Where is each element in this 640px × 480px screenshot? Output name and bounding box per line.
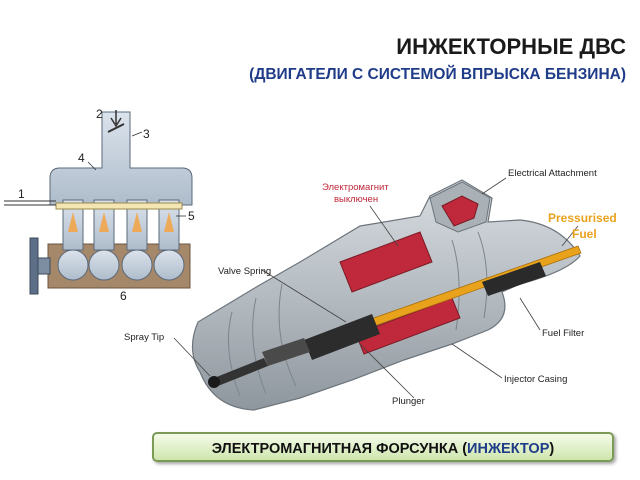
label-plunger: Plunger xyxy=(392,396,425,407)
label-3: 3 xyxy=(143,127,150,141)
label-pressurised-2: Fuel xyxy=(572,227,597,241)
cylinders xyxy=(57,249,185,281)
air-arrow xyxy=(110,110,122,128)
label-2: 2 xyxy=(96,107,103,121)
banner-suffix: ) xyxy=(549,441,555,457)
label-electromagnet-1: Электромагнит xyxy=(322,182,389,193)
label-1: 1 xyxy=(18,187,25,201)
label-spray-tip: Spray Tip xyxy=(124,332,164,343)
connector-terminal xyxy=(441,195,479,227)
injector-cutaway-diagram: Electrical Attachment Электромагнит выкл… xyxy=(124,168,617,411)
leader-lines xyxy=(173,177,579,399)
coil-upper xyxy=(339,231,433,293)
intake-plenum xyxy=(49,111,193,206)
page-title: ИНЖЕКТОРНЫЕ ДВС xyxy=(396,34,626,59)
label-4: 4 xyxy=(78,151,85,165)
label-fuel-filter: Fuel Filter xyxy=(542,328,584,339)
valve-spring-element xyxy=(304,314,380,360)
throttle-valve xyxy=(107,123,125,133)
page-subtitle: (ДВИГАТЕЛИ С СИСТЕМОЙ ВПРЫСКА БЕНЗИНА) xyxy=(249,66,626,83)
fuel-rail xyxy=(55,202,183,210)
fuel-filter-element xyxy=(482,262,546,296)
banner-highlight: ИНЖЕКТОР xyxy=(467,441,550,457)
label-electrical-attachment: Electrical Attachment xyxy=(508,168,597,179)
spray-tip-ball xyxy=(208,376,220,388)
label-electromagnet-2: выключен xyxy=(334,194,378,205)
casing-ridges xyxy=(227,231,488,397)
side-mount xyxy=(29,237,39,295)
label-5: 5 xyxy=(188,209,195,223)
label-injector-casing: Injector Casing xyxy=(504,374,567,385)
banner-prefix: ЭЛЕКТРОМАГНИТНАЯ ФОРСУНКА ( xyxy=(211,441,468,457)
caption-banner: ЭЛЕКТРОМАГНИТНАЯ ФОРСУНКА (ИНЖЕКТОР) xyxy=(152,432,614,462)
needle xyxy=(214,358,268,386)
label-valve-spring: Valve Spring xyxy=(218,266,271,277)
intake-manifold-diagram: 2 3 4 1 5 6 xyxy=(4,107,195,303)
plunger-element xyxy=(262,338,310,366)
label-6: 6 xyxy=(120,289,127,303)
injector-sprays xyxy=(68,212,174,232)
label-pressurised-1: Pressurised xyxy=(548,211,617,225)
